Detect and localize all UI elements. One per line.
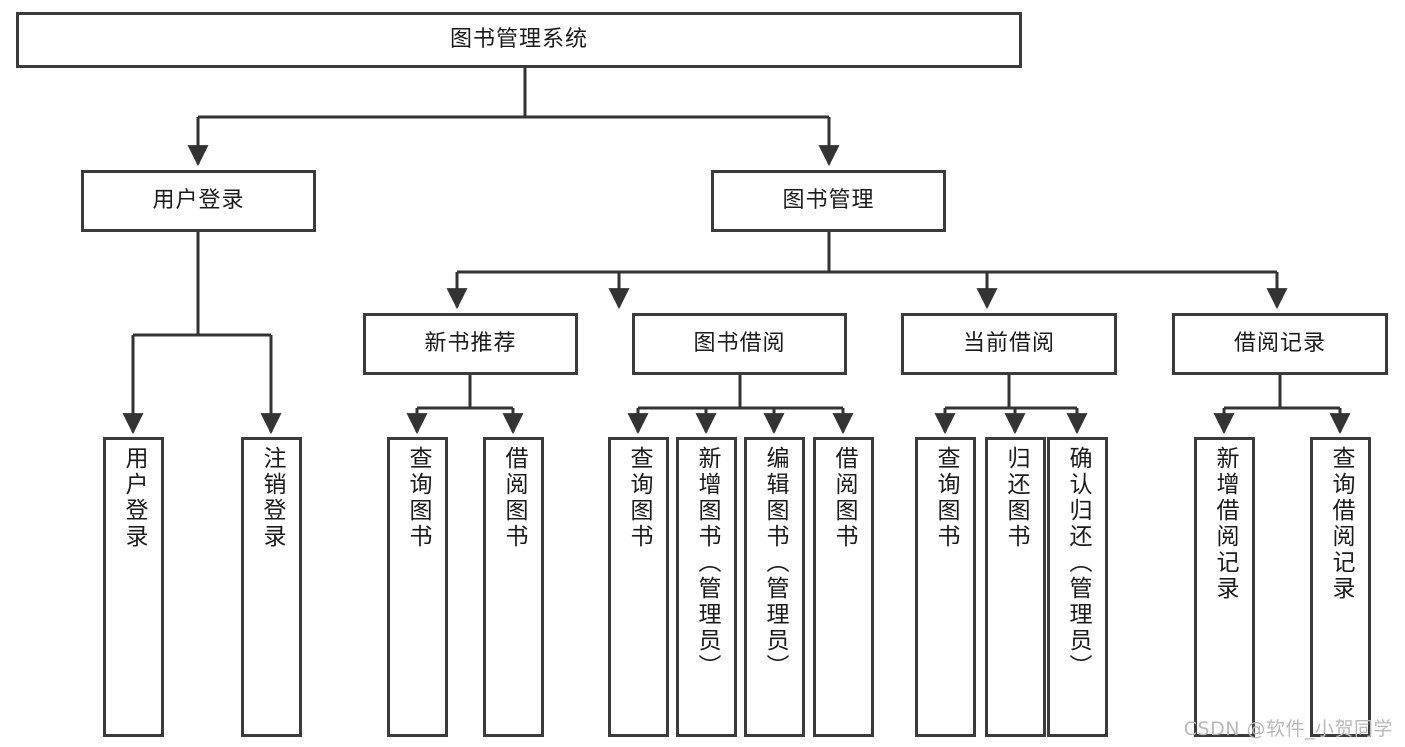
node-label: 查询图书 xyxy=(405,446,431,550)
node-label: 用户登录 xyxy=(152,188,245,214)
node-user-login[interactable]: 用户登录 xyxy=(81,170,316,232)
node-label: 查询图书 xyxy=(626,446,652,550)
leaf-query-book-borrow[interactable]: 查询图书 xyxy=(608,437,669,737)
node-label: 确认归还（管理员） xyxy=(1065,446,1091,680)
node-label: 图书借阅 xyxy=(693,331,786,357)
leaf-query-borrow-record[interactable]: 查询借阅记录 xyxy=(1310,437,1371,737)
node-label: 编辑图书（管理员） xyxy=(762,446,788,680)
node-label: 图书管理系统 xyxy=(449,27,588,53)
node-label: 当前借阅 xyxy=(962,331,1055,357)
node-label: 查询借阅记录 xyxy=(1328,446,1354,602)
leaf-edit-book-admin[interactable]: 编辑图书（管理员） xyxy=(744,437,805,737)
node-root-book-management-system[interactable]: 图书管理系统 xyxy=(16,12,1022,68)
node-label: 新增图书（管理员） xyxy=(694,446,720,680)
leaf-user-login[interactable]: 用户登录 xyxy=(103,437,164,737)
leaf-query-book-current[interactable]: 查询图书 xyxy=(915,437,976,737)
leaf-add-borrow-record[interactable]: 新增借阅记录 xyxy=(1194,437,1255,737)
node-label: 注销登录 xyxy=(259,446,285,550)
node-label: 用户登录 xyxy=(121,446,147,550)
node-current-borrow[interactable]: 当前借阅 xyxy=(901,313,1117,375)
node-borrow-record[interactable]: 借阅记录 xyxy=(1172,313,1388,375)
node-label: 查询图书 xyxy=(933,446,959,550)
leaf-borrow-book[interactable]: 借阅图书 xyxy=(813,437,874,737)
node-new-book-recommend[interactable]: 新书推荐 xyxy=(363,313,578,375)
node-label: 借阅图书 xyxy=(831,446,857,550)
node-label: 新书推荐 xyxy=(424,331,517,357)
node-label: 借阅记录 xyxy=(1233,331,1326,357)
node-book-management[interactable]: 图书管理 xyxy=(711,170,946,232)
leaf-query-book-new[interactable]: 查询图书 xyxy=(387,437,448,737)
node-label: 借阅图书 xyxy=(501,446,527,550)
leaf-confirm-return-admin[interactable]: 确认归还（管理员） xyxy=(1047,437,1108,737)
leaf-logout[interactable]: 注销登录 xyxy=(241,437,302,737)
node-label: 新增借阅记录 xyxy=(1212,446,1238,602)
leaf-borrow-book-new[interactable]: 借阅图书 xyxy=(483,437,544,737)
leaf-add-book-admin[interactable]: 新增图书（管理员） xyxy=(676,437,737,737)
node-label: 图书管理 xyxy=(782,188,875,214)
node-label: 归还图书 xyxy=(1003,446,1029,550)
leaf-return-book[interactable]: 归还图书 xyxy=(985,437,1046,737)
node-book-borrow[interactable]: 图书借阅 xyxy=(632,313,847,375)
